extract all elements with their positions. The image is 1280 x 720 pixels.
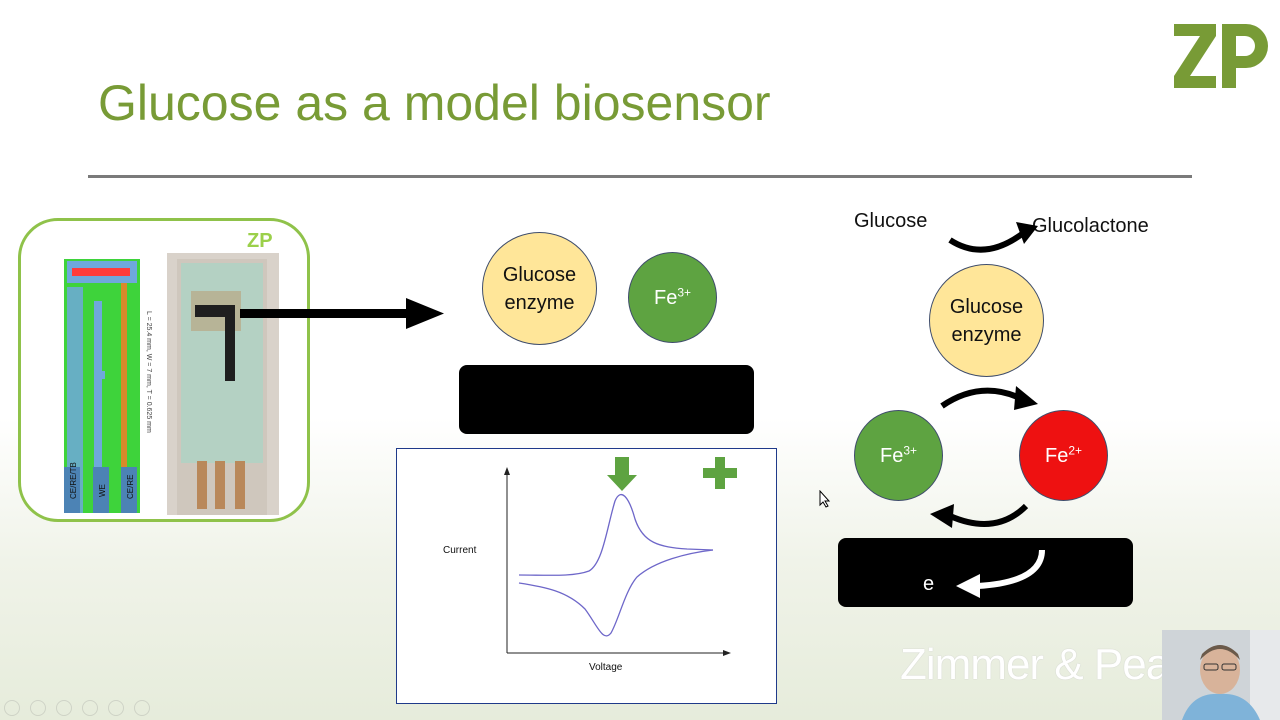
- zp-logo-icon: [1174, 24, 1268, 88]
- electrode-label-ce-re-tb: CE/RE/TB: [69, 462, 78, 499]
- cyclic-voltammogram-panel: Current Voltage: [396, 448, 777, 704]
- right-fe2-charge: 2+: [1068, 442, 1083, 457]
- title-divider: [88, 175, 1192, 178]
- sensor-strip-card: ZP CE/RE/TB WE CE/RE L = 25.4 mm, W = 7 …: [18, 218, 310, 522]
- strip-dimensions-note: L = 25.4 mm, W = 7 mm, T = 0.625 mm: [145, 311, 152, 433]
- next-slide-icon[interactable]: [30, 700, 46, 716]
- sensor-strip-illustration: ZP CE/RE/TB WE CE/RE L = 25.4 mm, W = 7 …: [64, 230, 279, 515]
- cv-plot: Current Voltage: [443, 457, 737, 673]
- slide-nav-controls[interactable]: [4, 700, 176, 716]
- fe3-label: Fe: [653, 286, 678, 309]
- electrode-bar: [459, 365, 754, 434]
- enzyme-label-line2: enzyme: [504, 291, 575, 314]
- glucose-enzyme-circle: Glucose enzyme: [482, 232, 597, 345]
- cv-x-axis-label: Voltage: [589, 662, 623, 673]
- reactant-glucose-label: Glucose: [854, 210, 928, 232]
- fe3-charge: 3+: [677, 284, 692, 299]
- right-glucose-enzyme-circle: Glucose enzyme: [929, 264, 1044, 377]
- right-electrode-bar: [838, 538, 1133, 607]
- product-glucolactone-label: Glucolactone: [1032, 215, 1149, 237]
- electrode-label-ce-re: CE/RE: [126, 475, 135, 499]
- right-fe3-charge: 3+: [903, 442, 918, 457]
- more-options-icon[interactable]: [134, 700, 150, 716]
- curved-arrow-top-icon: [948, 222, 1038, 253]
- presenter-avatar: [1162, 630, 1280, 720]
- pen-icon[interactable]: [56, 700, 72, 716]
- curved-arrow-middle-icon: [940, 386, 1038, 410]
- electron-arrow-icon: [956, 549, 1045, 598]
- fe3-circle: Fe3+: [628, 252, 717, 343]
- electrode-label-we: WE: [98, 484, 107, 497]
- right-fe2-circle: Fe2+: [1019, 410, 1108, 501]
- zoom-icon[interactable]: [108, 700, 124, 716]
- right-fe3-label: Fe: [879, 444, 904, 467]
- curved-arrow-bottom-icon: [930, 503, 1029, 528]
- right-enzyme-label-line1: Glucose: [949, 295, 1024, 318]
- cv-y-axis-label: Current: [443, 545, 477, 556]
- webcam-video-overlay: [1162, 630, 1280, 720]
- electron-label: e: [923, 573, 935, 595]
- prev-slide-icon[interactable]: [4, 700, 20, 716]
- enzyme-label-line1: Glucose: [502, 263, 577, 286]
- slide-title: Glucose as a model biosensor: [98, 75, 771, 131]
- plus-icon: [703, 457, 737, 489]
- slides-grid-icon[interactable]: [82, 700, 98, 716]
- right-fe3-circle: Fe3+: [854, 410, 943, 501]
- strip-logo: ZP: [247, 230, 273, 252]
- right-enzyme-label-line2: enzyme: [951, 323, 1022, 346]
- arrow-right-icon: [240, 298, 444, 329]
- mouse-cursor-icon: [819, 490, 831, 508]
- right-fe2-label: Fe: [1044, 444, 1069, 467]
- arrow-down-icon: [607, 457, 637, 491]
